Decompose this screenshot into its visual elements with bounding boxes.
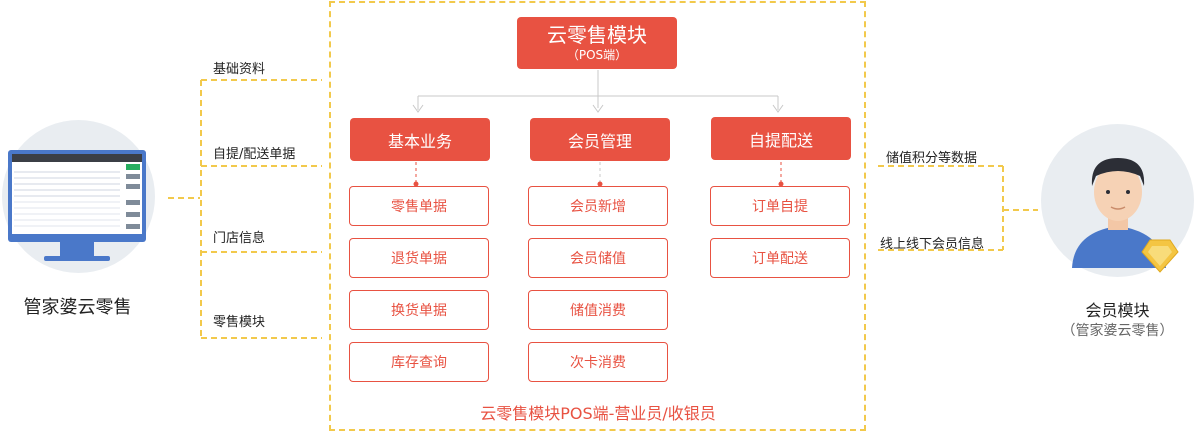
item-member-deposit: 会员储值 xyxy=(528,238,668,278)
left-link-pickup-delivery: 自提/配送单据 xyxy=(213,147,296,162)
pos-title: 云零售模块 xyxy=(547,23,647,47)
item-exchange-bill: 换货单据 xyxy=(349,290,489,330)
right-node-subname: （管家婆云零售） xyxy=(1061,323,1174,339)
left-node-name: 管家婆云零售 xyxy=(23,297,132,318)
pos-subtitle: （POS端） xyxy=(566,48,628,62)
item-return-bill: 退货单据 xyxy=(349,238,489,278)
pos-module-container xyxy=(329,1,866,431)
left-link-retail-module: 零售模块 xyxy=(213,315,266,330)
item-deposit-spend: 储值消费 xyxy=(528,290,668,330)
item-member-add: 会员新增 xyxy=(528,186,668,226)
column-header-member: 会员管理 xyxy=(530,118,670,161)
left-link-basic-data: 基础资料 xyxy=(213,62,266,77)
column-header-basic: 基本业务 xyxy=(350,118,490,161)
item-order-delivery: 订单配送 xyxy=(710,238,850,278)
item-order-pickup: 订单自提 xyxy=(710,186,850,226)
column-header-delivery: 自提配送 xyxy=(711,117,851,160)
item-card-spend: 次卡消费 xyxy=(528,342,668,382)
right-link-member-info: 线上线下会员信息 xyxy=(880,237,985,252)
item-retail-bill: 零售单据 xyxy=(349,186,489,226)
item-stock-query: 库存查询 xyxy=(349,342,489,382)
right-link-deposit-points: 储值积分等数据 xyxy=(886,151,978,166)
pos-footer: 云零售模块POS端-营业员/收银员 xyxy=(480,404,716,423)
right-node-name: 会员模块 xyxy=(1085,301,1150,320)
left-link-store-info: 门店信息 xyxy=(213,231,266,246)
pos-title-box: 云零售模块 （POS端） xyxy=(517,17,677,69)
